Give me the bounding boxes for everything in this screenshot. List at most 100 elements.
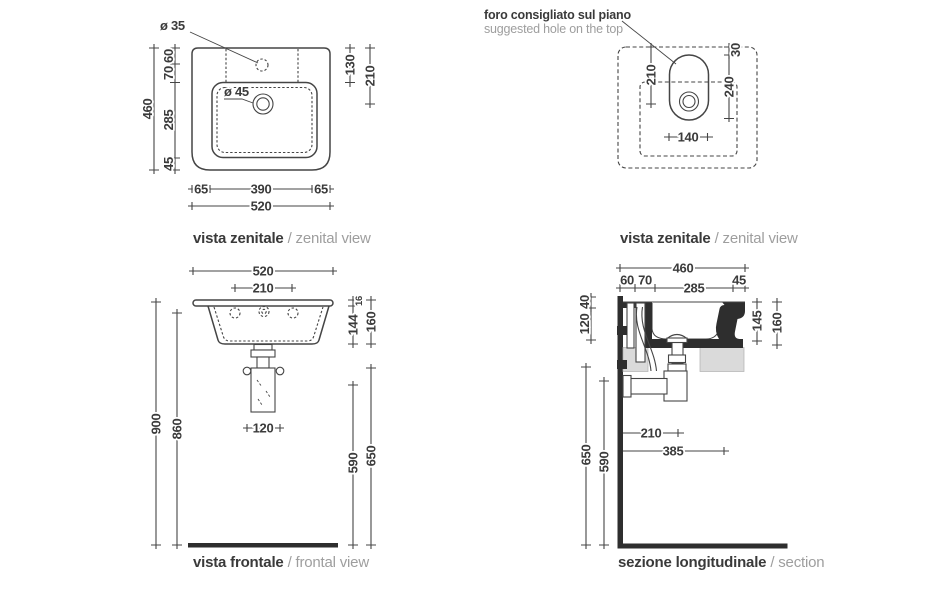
dim-240: 240	[722, 77, 737, 98]
dim-45: 45	[732, 273, 746, 288]
dim-210: 210	[641, 426, 662, 441]
dim-40: 40	[577, 295, 592, 309]
floor-line	[188, 543, 338, 548]
leader-note	[621, 20, 677, 65]
dim-285: 285	[161, 110, 176, 131]
view-zenital-left: ø 35 ø 45 460 60 70 285 45 130 210 65 39…	[138, 16, 379, 247]
hole-outline	[617, 20, 758, 169]
inner-basin-dashed	[216, 86, 313, 154]
waste-pipe	[628, 377, 668, 395]
dim-144: 144	[346, 314, 361, 336]
drain-pipe	[256, 356, 270, 369]
fixing-bolt-right	[275, 366, 285, 376]
view-label: vista zenitale/ zenital view	[620, 230, 798, 247]
faucet-hole-dashed-circle	[255, 58, 269, 72]
basin-footprint-dashed	[639, 81, 738, 157]
dim-520: 520	[251, 199, 272, 214]
drain-hole-outer	[678, 91, 700, 112]
dimension-lines	[646, 43, 734, 141]
dim-385: 385	[663, 444, 684, 459]
dim-650: 650	[579, 445, 594, 466]
view-section: 460 60 70 285 45 40 120 145 160 650 590 …	[575, 259, 824, 571]
drain-nut	[667, 354, 687, 364]
view-label: vista zenitale/ zenital view	[193, 230, 371, 247]
bracket-bar-1	[626, 302, 635, 349]
view-label: vista frontale/ frontal view	[193, 554, 369, 571]
dim-210: 210	[363, 66, 378, 87]
dim-120: 120	[577, 314, 592, 335]
dim-70: 70	[161, 66, 176, 80]
basin-interior	[651, 303, 720, 340]
inner-basin-outline	[211, 81, 318, 159]
rim	[192, 299, 334, 307]
view-label-en: / zenital view	[715, 230, 798, 247]
dim-210: 210	[644, 65, 659, 86]
dim-210: 210	[253, 281, 274, 296]
washbasin-footprint-dashed	[617, 46, 758, 169]
fixing-hole-right	[287, 307, 299, 319]
dim-900: 900	[149, 414, 164, 435]
ceramic-bottom	[641, 339, 743, 348]
view-frontal: 520 210 16 144 160 900 860 120 590 650 v…	[147, 262, 381, 571]
view-label-it: vista zenitale	[193, 230, 284, 247]
wall	[617, 296, 623, 545]
wall-flange	[622, 374, 632, 398]
trap-texture	[256, 379, 271, 406]
hose-1	[635, 306, 652, 372]
dim-60: 60	[161, 49, 176, 63]
drain-hole-inner	[682, 94, 696, 109]
drain-nut	[250, 349, 276, 358]
overflow-hole-center	[258, 305, 270, 318]
dim-460: 460	[673, 261, 694, 276]
tap-deck-dashed-lines	[225, 49, 299, 83]
basin-top-outline	[189, 31, 331, 171]
note-italian: foro consigliato sul piano	[484, 8, 631, 22]
dimension-lines	[151, 267, 376, 549]
trap-cover	[250, 367, 276, 413]
dim-45: 45	[161, 157, 176, 171]
leader-faucet-hole	[189, 31, 259, 64]
dim-60: 60	[620, 273, 634, 288]
dim-120: 120	[253, 421, 274, 436]
dim-285: 285	[684, 281, 705, 296]
dim-590: 590	[346, 453, 361, 474]
dim-390: 390	[251, 182, 272, 197]
ceramic-front-wall	[715, 302, 745, 348]
dim-65-right: 65	[314, 182, 328, 197]
ceramic-rear-wall	[645, 306, 652, 342]
leader-drain-hole	[224, 98, 254, 104]
suggested-hole-outline	[668, 54, 710, 121]
floor-line	[617, 543, 788, 549]
view-label-it: sezione longitudinale	[618, 554, 766, 571]
wall-bolt-lower	[617, 360, 627, 369]
view-label-it: vista zenitale	[620, 230, 711, 247]
drain-hole-outer	[252, 93, 274, 115]
wall-bolt-upper	[617, 326, 627, 335]
view-label: sezione longitudinale/ section	[618, 554, 824, 571]
basin-front-outline	[188, 299, 338, 548]
popup-cap	[666, 337, 688, 344]
dim-hole-35: ø 35	[160, 18, 185, 33]
view-zenital-right: foro consigliato sul piano suggested hol…	[484, 8, 798, 247]
view-label-en: / frontal view	[288, 554, 370, 571]
trap-flange	[667, 363, 687, 372]
section-drawing	[617, 296, 788, 549]
overflow-hole-center-inner	[261, 308, 267, 315]
dimension-lines	[149, 44, 375, 210]
dim-70: 70	[638, 273, 652, 288]
dim-140: 140	[678, 130, 699, 145]
dim-860: 860	[170, 419, 185, 440]
dim-30: 30	[728, 43, 743, 57]
dim-460: 460	[140, 99, 155, 120]
drain-hole-inner	[256, 97, 270, 111]
drain-tailpiece	[253, 343, 273, 351]
fixing-bolt-left	[242, 366, 252, 376]
dim-160: 160	[364, 312, 379, 333]
dim-520: 520	[253, 264, 274, 279]
dim-160: 160	[770, 313, 785, 334]
dim-16: 16	[354, 296, 365, 306]
view-label-en: / zenital view	[288, 230, 371, 247]
view-label-it: vista frontale	[193, 554, 284, 571]
